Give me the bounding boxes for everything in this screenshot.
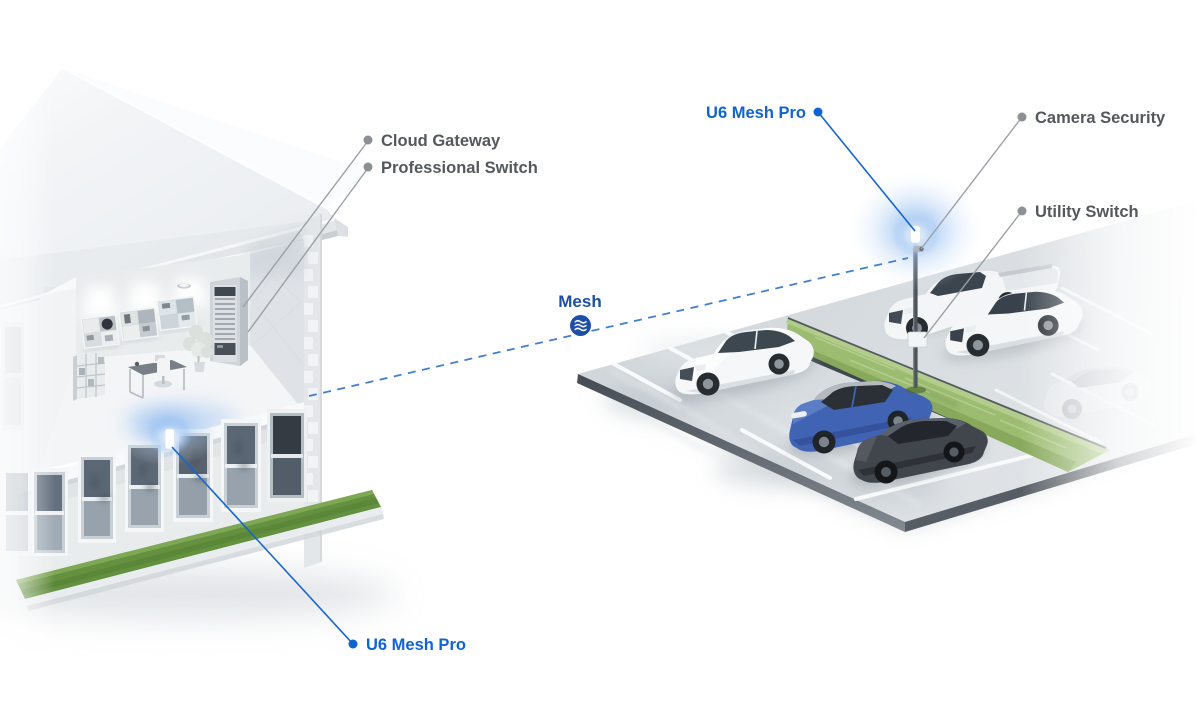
svg-text:Utility Switch: Utility Switch xyxy=(1035,203,1139,221)
svg-text:Cloud Gateway: Cloud Gateway xyxy=(381,132,501,150)
svg-text:Professional Switch: Professional Switch xyxy=(381,159,538,177)
svg-text:Mesh: Mesh xyxy=(558,292,601,311)
svg-text:U6 Mesh Pro: U6 Mesh Pro xyxy=(706,104,806,122)
svg-text:Camera Security: Camera Security xyxy=(1035,109,1166,127)
svg-text:U6 Mesh Pro: U6 Mesh Pro xyxy=(366,636,466,654)
